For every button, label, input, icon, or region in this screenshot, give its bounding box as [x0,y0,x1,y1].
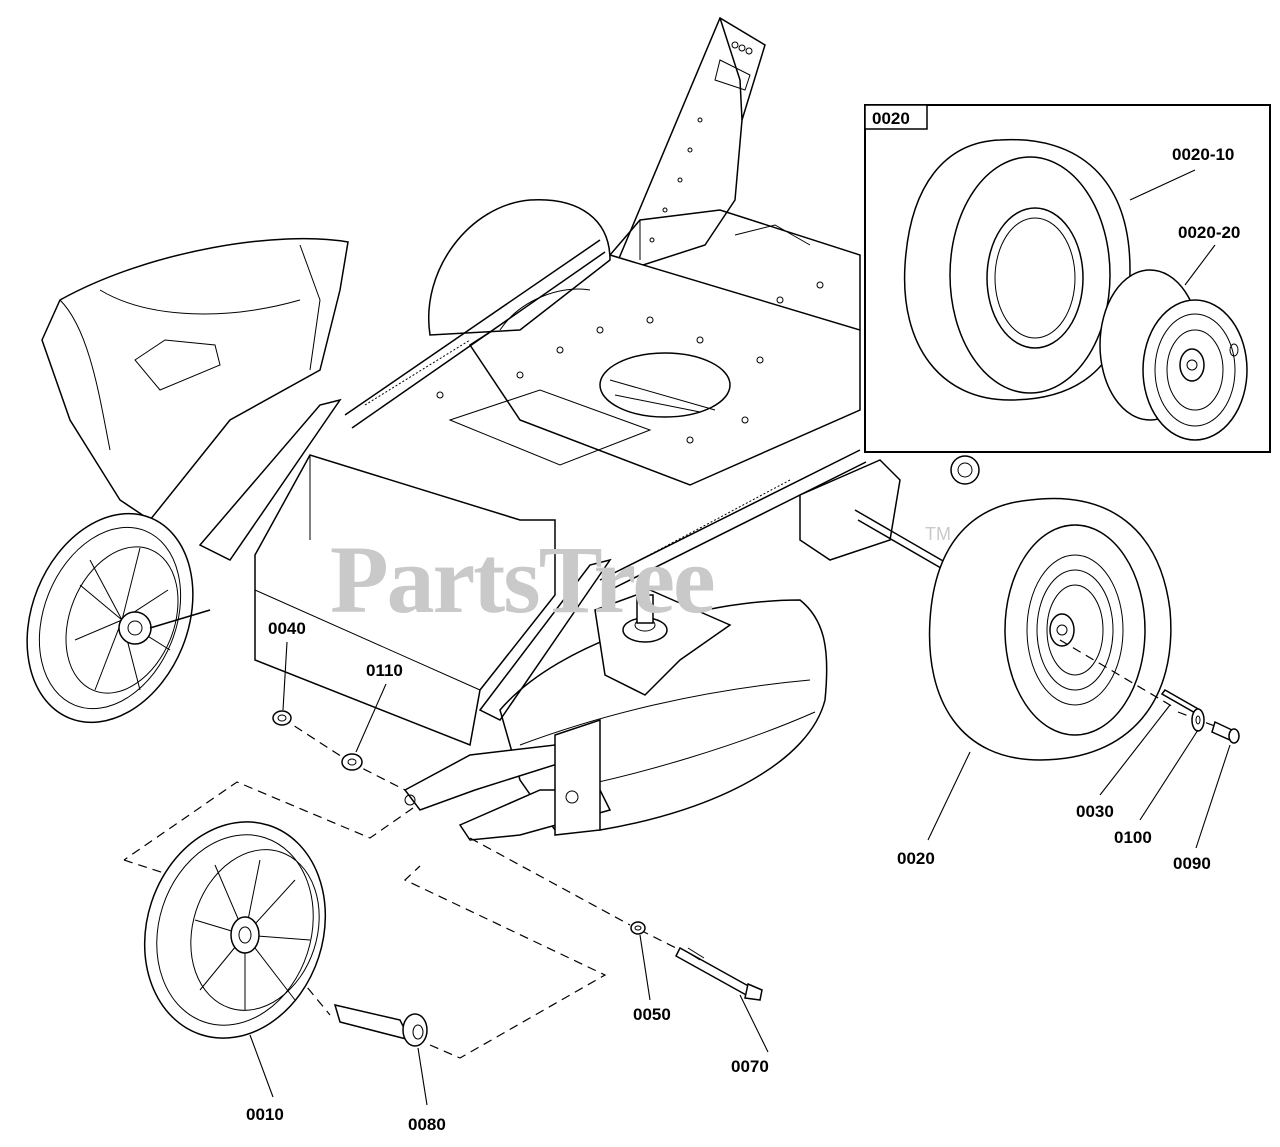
part-0100-washer [1191,708,1205,732]
callout-0110: 0110 [366,661,403,680]
front-arms [403,718,612,841]
part-0010-wheel [143,821,327,1039]
callout-0080: 0080 [408,1115,446,1134]
part-0080-spacer [333,1003,428,1047]
callout-0040: 0040 [268,619,306,638]
part-0050-washer [630,921,646,935]
callout-0090: 0090 [1173,854,1211,873]
callout-0050: 0050 [633,1005,671,1024]
watermark-text: PartsTree [330,526,714,633]
part-0090-bolt [1211,720,1240,744]
rear-wheel [928,497,1172,761]
inset-0020: 0020 0020-10 0020-20 [864,104,1271,453]
callout-0100: 0100 [1114,828,1152,847]
spring-assemblies [198,239,867,721]
part-0070-bolt [675,946,763,1001]
gearbox [594,589,732,696]
deck-skirt [254,454,828,831]
part-0110-washer [341,753,363,771]
inset-rim [1099,269,1248,441]
assembly-lines [123,639,1226,1059]
inset-box-label: 0020 [872,109,910,128]
front-wheel-installed [26,512,211,724]
callout-0030: 0030 [1076,802,1114,821]
watermark-trademark: TM [925,524,951,544]
callout-0070: 0070 [731,1057,769,1076]
part-0040-nut [272,710,292,726]
inset-callout-rim: 0020-20 [1178,223,1240,242]
grass-chute [41,237,349,522]
leader-lines [249,641,1231,1106]
handle-plate [610,16,766,277]
callout-0010: 0010 [246,1105,284,1124]
rear-axle-mount [799,455,980,576]
inset-callout-tire: 0020-10 [1172,145,1234,164]
callout-0020: 0020 [897,849,935,868]
inset-tire [903,138,1131,401]
